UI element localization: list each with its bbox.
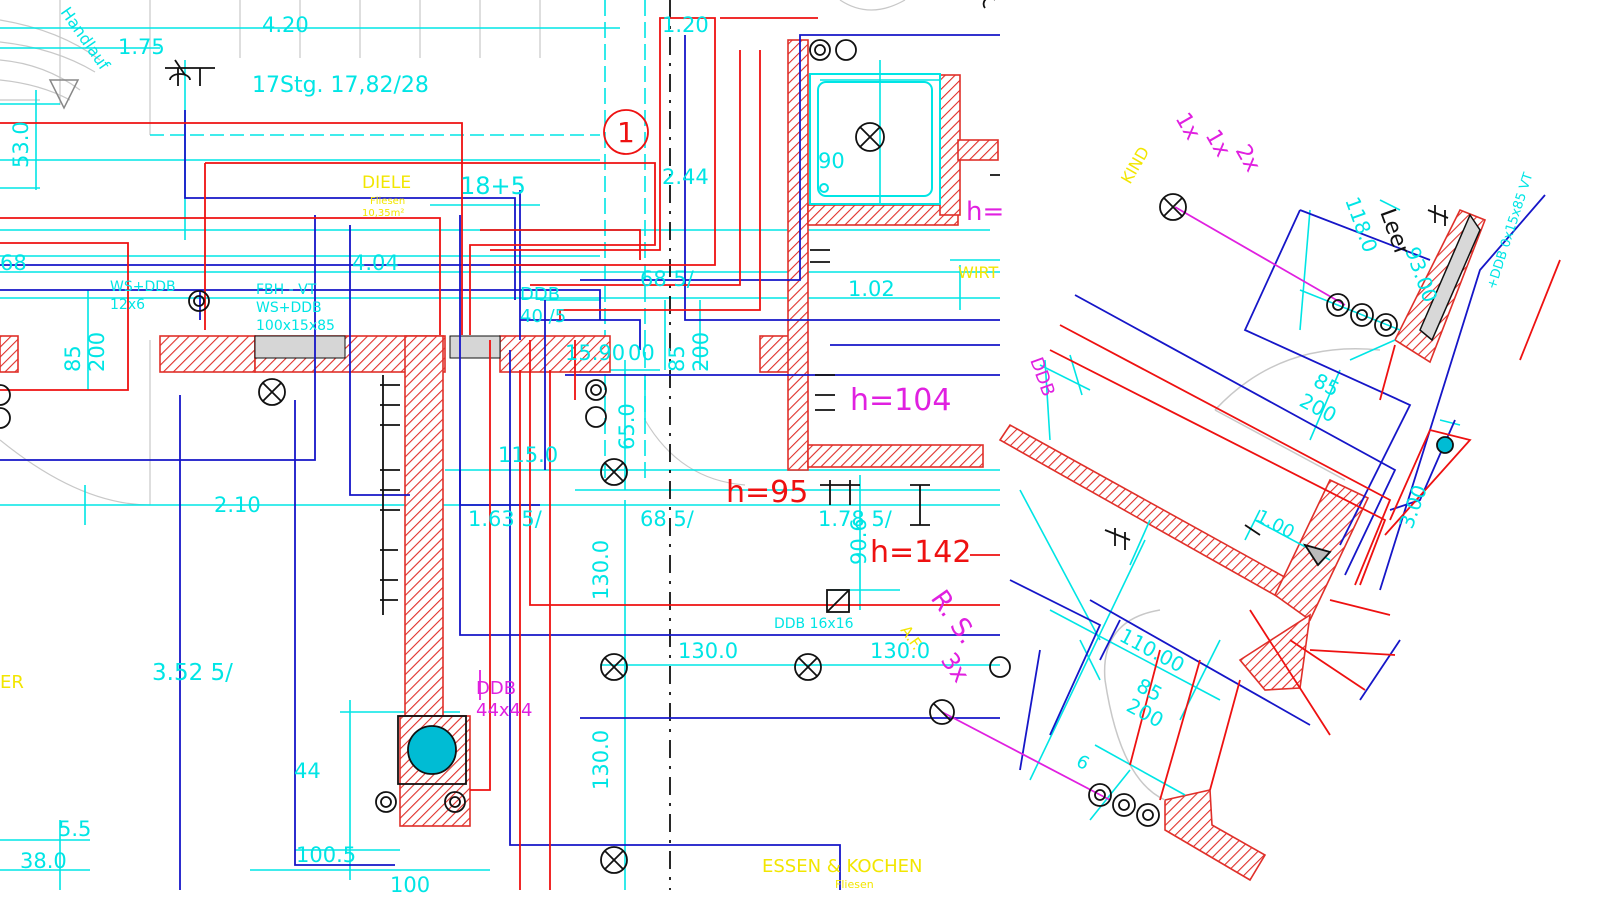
- ddb-label: WS+DDB: [110, 279, 176, 295]
- dim-label: 200: [1123, 693, 1168, 732]
- reference-circle-marker: [603, 109, 649, 155]
- dim-label: 53.0: [9, 121, 33, 168]
- dim-label: 65.0: [615, 403, 639, 450]
- dim-label: 100: [390, 873, 430, 897]
- dim-label: 1.75: [118, 35, 165, 59]
- right-supply-pipes: [1049, 259, 1561, 801]
- ddb-label: FBH - VT: [256, 282, 317, 298]
- ddb-label: 12x6: [110, 297, 145, 313]
- ddb-label: WS+DDB: [256, 300, 322, 316]
- right-plan-view: KIND 1x 1x 2x Leer 118.0 93.00 85 200 DD…: [929, 109, 1561, 882]
- dim-label: 3.52 5/: [152, 660, 233, 686]
- height-note-142: h=142: [870, 535, 971, 570]
- left-plan-view: 17Stg. 17,82/28 Handlauf 1 DIELE Fliesen…: [0, 0, 1011, 897]
- dim-label: 100.5: [296, 843, 356, 867]
- height-note-partial: h=: [966, 197, 1004, 227]
- dim-label: 115.0: [498, 443, 558, 467]
- height-notes: h=104 h=95 h=142 h=: [726, 197, 1004, 570]
- dim-label: 130.0: [589, 540, 613, 600]
- right-return-pipes: [1009, 194, 1546, 771]
- dim-label: 130.0: [870, 639, 930, 663]
- right-magenta-leaders: [941, 206, 1346, 801]
- ddb-label: 44x44: [476, 700, 532, 721]
- ddb-label: DDB: [476, 678, 516, 699]
- dim-label: 90.6: [847, 518, 871, 565]
- dim-label: 2.10: [214, 493, 261, 517]
- room-diele-floor: Fliesen: [370, 196, 405, 207]
- dim-label: 18+5: [460, 172, 526, 200]
- count-label: 1x: [1170, 109, 1205, 145]
- fixtures: [0, 0, 1000, 813]
- dim-label: 200: [689, 332, 713, 372]
- dim-label: 118.0: [1340, 194, 1382, 256]
- room-label-wirt: WIRT: [958, 263, 998, 282]
- dim-label: 85: [665, 345, 689, 372]
- dim-label: 6: [1073, 751, 1093, 775]
- rs-note: R. S.: [924, 585, 982, 650]
- dim-label: 3.00: [1394, 482, 1432, 532]
- dim-label: 4.04: [352, 251, 399, 275]
- dim-label: 40 /5: [520, 306, 566, 327]
- stair-treads: [0, 0, 906, 506]
- dim-label: 00: [628, 341, 655, 365]
- dim-label: 85: [61, 345, 85, 372]
- right-dimension-lines: [1019, 199, 1461, 821]
- walls: [0, 39, 999, 827]
- room-diele-area: 10,35m²: [362, 208, 404, 219]
- ddb-label: DDB 16x16: [774, 616, 854, 632]
- dim-label: 44: [294, 759, 321, 783]
- right-fixtures: [929, 193, 1454, 827]
- dim-label: 90: [818, 149, 845, 173]
- room-label-partial-left: ER: [0, 672, 24, 693]
- height-note-104: h=104: [850, 383, 951, 418]
- dim-label: 130.0: [678, 639, 738, 663]
- stair-note: 17Stg. 17,82/28: [252, 73, 429, 98]
- dimension-lines: [0, 0, 1000, 890]
- multiplier-note: 3x: [935, 647, 975, 687]
- door-openings: [254, 335, 501, 359]
- dimension-labels: 4.20 1.75 1.20 53.0 2.44 90 18+5 4.04 68…: [0, 13, 930, 897]
- dim-label: 4.20: [262, 13, 309, 37]
- count-label: 2x: [1230, 141, 1265, 177]
- room-label-kind: KIND: [1117, 143, 1153, 187]
- dim-label: 68 5/: [640, 267, 695, 291]
- washbasin: [809, 73, 941, 205]
- ddb-label: DDB: [520, 284, 560, 305]
- dim-label: 1.00: [1253, 506, 1298, 543]
- vt-label: +DDB 0x15x85 VT: [1485, 171, 1537, 291]
- dim-label: DDB: [1025, 355, 1058, 400]
- ceiling-outlets: [258, 122, 1011, 874]
- dim-label: 68: [0, 251, 27, 275]
- stair-word: Handlauf: [57, 3, 114, 73]
- dim-label: 1.20: [662, 13, 709, 37]
- ddb-labels: WS+DDB 12x6 FBH - VT WS+DDB 100x15x85 DD…: [110, 279, 854, 721]
- dim-label: 1.78 5/: [818, 507, 893, 531]
- dim-label: 200: [85, 332, 109, 372]
- right-grey-arcs: [1103, 213, 1481, 801]
- supply-pipes: [0, 17, 1000, 890]
- room-label-essen: ESSEN & KOCHEN: [762, 856, 922, 877]
- dim-label: 2.44: [662, 165, 709, 189]
- circle-marker-label: 1: [617, 116, 635, 149]
- dim-label: 1.63 5/: [468, 507, 543, 531]
- dim-label: 15.90: [565, 341, 625, 365]
- dim-label: 68 5/: [640, 507, 695, 531]
- dim-label: 1.02: [848, 277, 895, 301]
- dim-label: 130.0: [589, 730, 613, 790]
- height-note-95: h=95: [726, 475, 808, 510]
- dim-label: 5.5: [58, 817, 91, 841]
- ddb-label: 100x15x85: [256, 318, 335, 334]
- room-essen-floor: Fliesen: [835, 878, 874, 891]
- dim-label: 38.0: [20, 849, 67, 873]
- room-label-diele: DIELE: [362, 173, 411, 193]
- stair-arrow: [48, 79, 80, 110]
